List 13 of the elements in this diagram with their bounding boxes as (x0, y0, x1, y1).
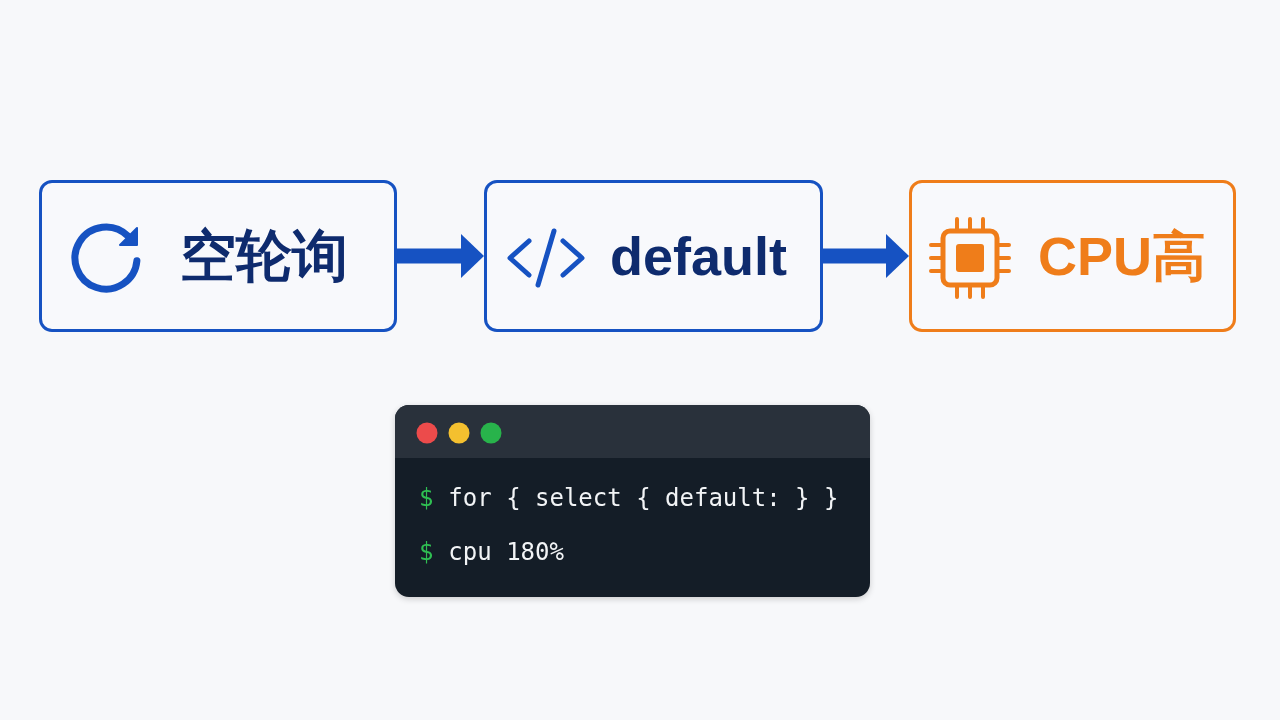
process-box (484, 180, 823, 332)
process-box (909, 180, 1236, 332)
node-label: 空轮询 (180, 226, 348, 286)
prompt-symbol: $ (419, 537, 434, 567)
arrow (397, 234, 484, 278)
prompt-symbol: $ (419, 483, 434, 513)
node-label: default (610, 227, 787, 285)
command-text: for { select { default: } } (448, 483, 839, 513)
process-box (39, 180, 397, 332)
command-text: cpu 180% (448, 537, 564, 567)
terminal-window (395, 405, 870, 597)
node-label: CPU高 (1038, 227, 1206, 285)
arrow (823, 234, 909, 278)
